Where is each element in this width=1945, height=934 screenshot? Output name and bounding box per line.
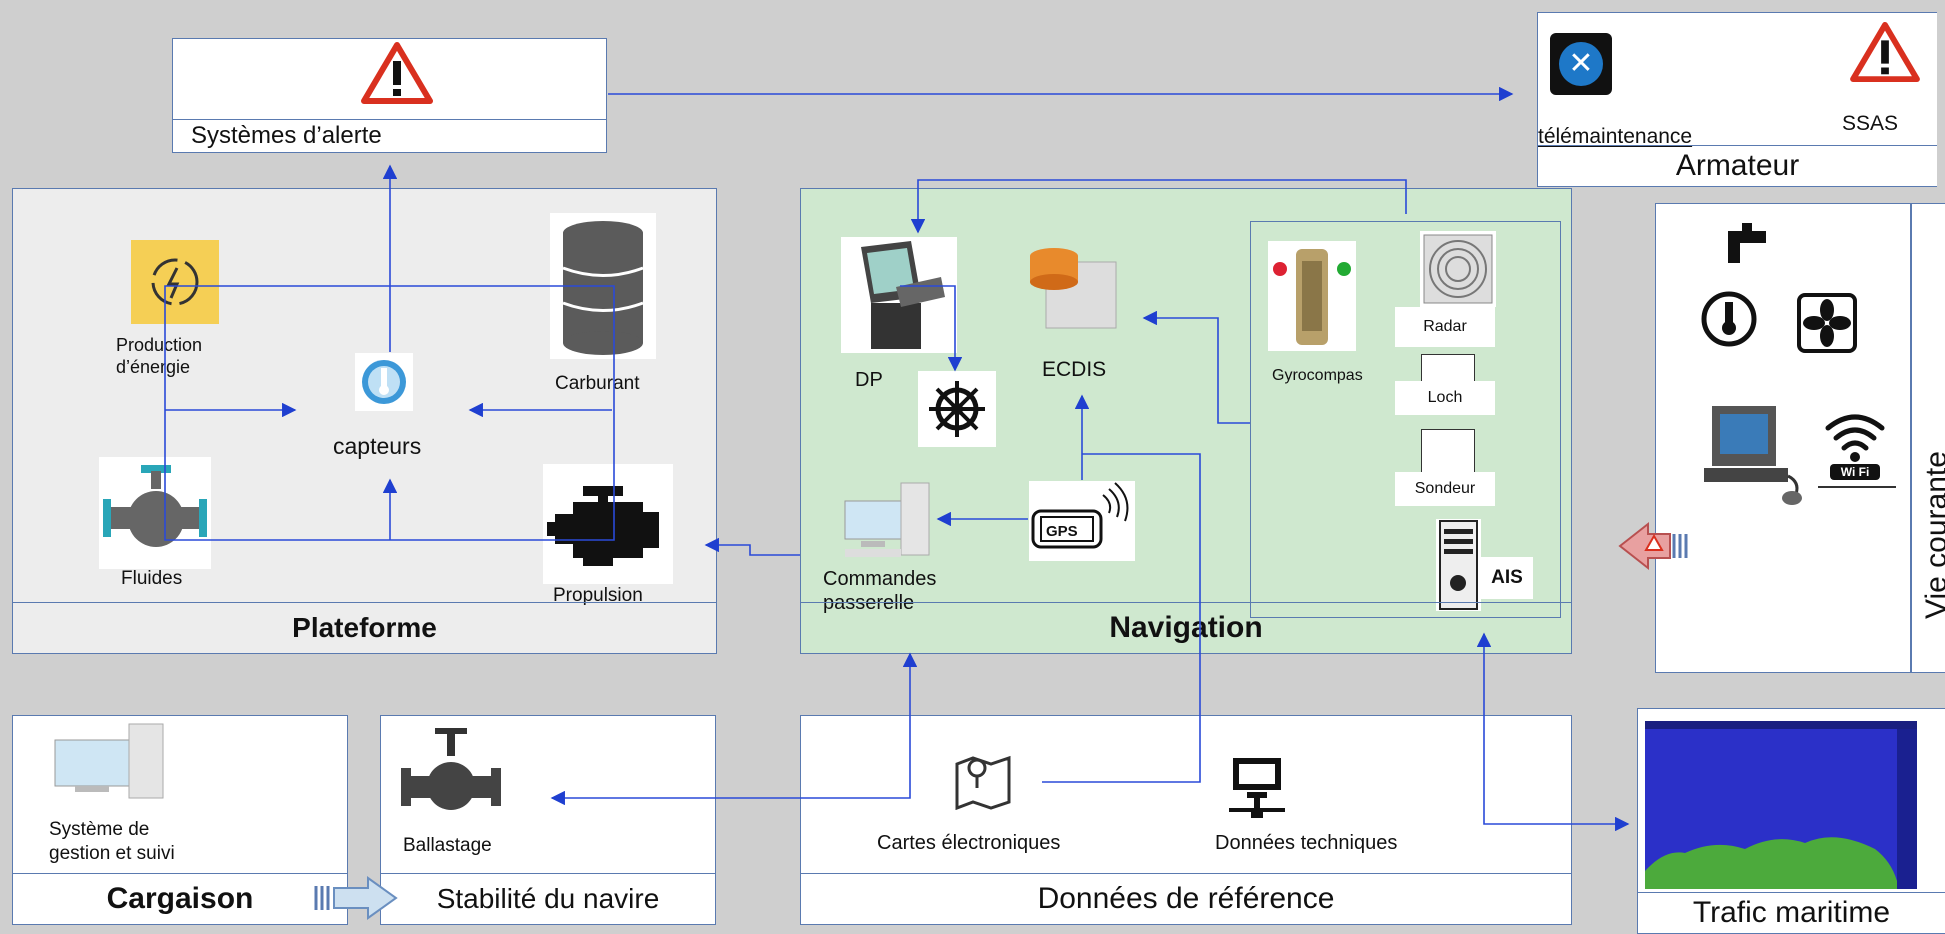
cartes-label: Cartes électroniques [877,832,1061,854]
alert-systems-box: Systèmes d’alerte [172,38,607,153]
radar-icon [1420,231,1496,307]
alert-arrow-icon [1618,520,1690,572]
donnees-title: Données de référence [801,873,1571,924]
ballast-valve-icon [399,724,503,824]
traffic-map-screen [1645,721,1917,889]
wifi-icon: Wi Fi [1818,404,1892,484]
capteurs-label: capteurs [333,433,422,459]
dp-label: DP [855,369,883,391]
donnees-box: Cartes électroniques Données techniques … [800,715,1572,925]
trafic-box: Trafic maritime [1637,708,1945,934]
wifi-label: Wi Fi [1840,465,1870,479]
vie-courante-box: Vie courante Wi Fi [1655,203,1945,673]
plateforme-box: Production d’énergie Carburant capteurs … [12,188,717,654]
cargo-computer-icon [51,720,177,802]
cargaison-title: Cargaison [13,873,347,924]
faucet-icon [1722,219,1772,269]
navigation-title: Navigation [801,602,1571,653]
helm-wheel-icon [918,371,996,447]
sensor-icon [355,353,413,411]
loch-label: Loch [1395,381,1495,415]
cargo-to-stability-arrow [312,876,400,920]
cargo-system-label: Système de gestion et suivi [49,819,175,864]
dp-console-icon [841,237,957,353]
gps-icon [1029,481,1135,561]
wrench-icon: ✕ [1550,33,1612,95]
telemaintenance-label: télémaintenance [1538,125,1693,148]
vie-courante-title: Vie courante [1920,451,1945,619]
bridge-computer-icon [841,479,939,561]
carburant-label: Carburant [555,373,640,394]
thermometer-icon [1700,290,1758,348]
ais-label: AIS [1481,557,1533,599]
plateforme-title: Plateforme [13,602,716,653]
trafic-title: Trafic maritime [1638,892,1945,933]
map-icon [951,750,1017,811]
cargaison-box: Système de gestion et suivi Cargaison [12,715,348,925]
ballastage-label: Ballastage [403,835,492,856]
gyrocompass-icon [1268,241,1356,351]
fluid-valve-icon [99,457,211,569]
fan-icon [1796,292,1858,354]
fluides-label: Fluides [121,568,183,589]
armateur-title: Armateur [1538,145,1937,186]
fuel-tank-icon [550,213,656,359]
network-computer-icon [1225,754,1289,820]
navigation-box: DP ECDIS Gyrocompas Radar Loch Sondeur A… [800,188,1572,654]
energy-production-icon [131,240,219,324]
alert-systems-title: Systèmes d’alerte [173,119,606,152]
stabilite-box: Ballastage Stabilité du navire [380,715,716,925]
warning-icon [361,42,433,104]
ecdis-server-icon [1026,244,1124,334]
techniques-label: Données techniques [1215,832,1398,854]
stabilite-title: Stabilité du navire [381,873,715,924]
ais-icon [1436,519,1481,611]
radar-label: Radar [1395,307,1495,347]
gps-label: GPS [1046,523,1078,540]
warning-icon [1850,21,1920,83]
ecdis-label: ECDIS [1042,358,1107,381]
energy-production-label: Production d’énergie [116,335,203,377]
sondeur-label: Sondeur [1395,472,1495,506]
armateur-box: ✕ télémaintenance SSAS Armateur [1537,12,1937,187]
propulsion-label: Propulsion [553,585,643,606]
gyrocompas-label: Gyrocompas [1272,367,1363,384]
ssas-label: SSAS [1842,112,1899,135]
desktop-computer-icon [1700,402,1810,510]
commandes-label: Commandes passerelle [823,568,937,614]
engine-icon [543,464,673,584]
